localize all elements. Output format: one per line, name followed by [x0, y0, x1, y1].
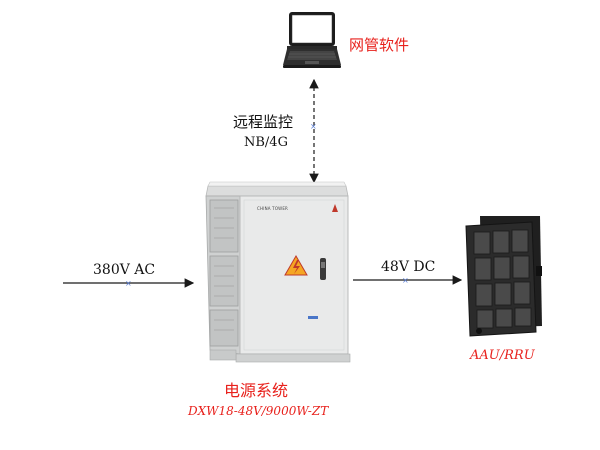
aau-rru-image — [465, 216, 542, 337]
aau-rru-label: AAU/RRU — [470, 348, 535, 363]
nms-software-label: 网管软件 — [349, 36, 410, 54]
power-system-model: DXW18-48V/9000W-ZT — [188, 404, 329, 418]
dc-output-marker: × — [402, 276, 409, 285]
power-cabinet-image — [205, 181, 351, 363]
remote-monitor-protocol: NB/4G — [244, 135, 288, 150]
dc-output-label: 48V DC — [381, 259, 436, 275]
laptop-icon — [283, 12, 341, 68]
ac-input-label: 380V AC — [93, 262, 156, 278]
remote-monitor-label: 远程监控 — [233, 113, 294, 131]
remote-monitor-marker: × — [310, 122, 317, 131]
ac-input-marker: × — [125, 279, 132, 288]
power-system-label: 电源系统 — [224, 381, 289, 400]
cabinet-brand-text: CHINA TOWER — [257, 206, 289, 211]
